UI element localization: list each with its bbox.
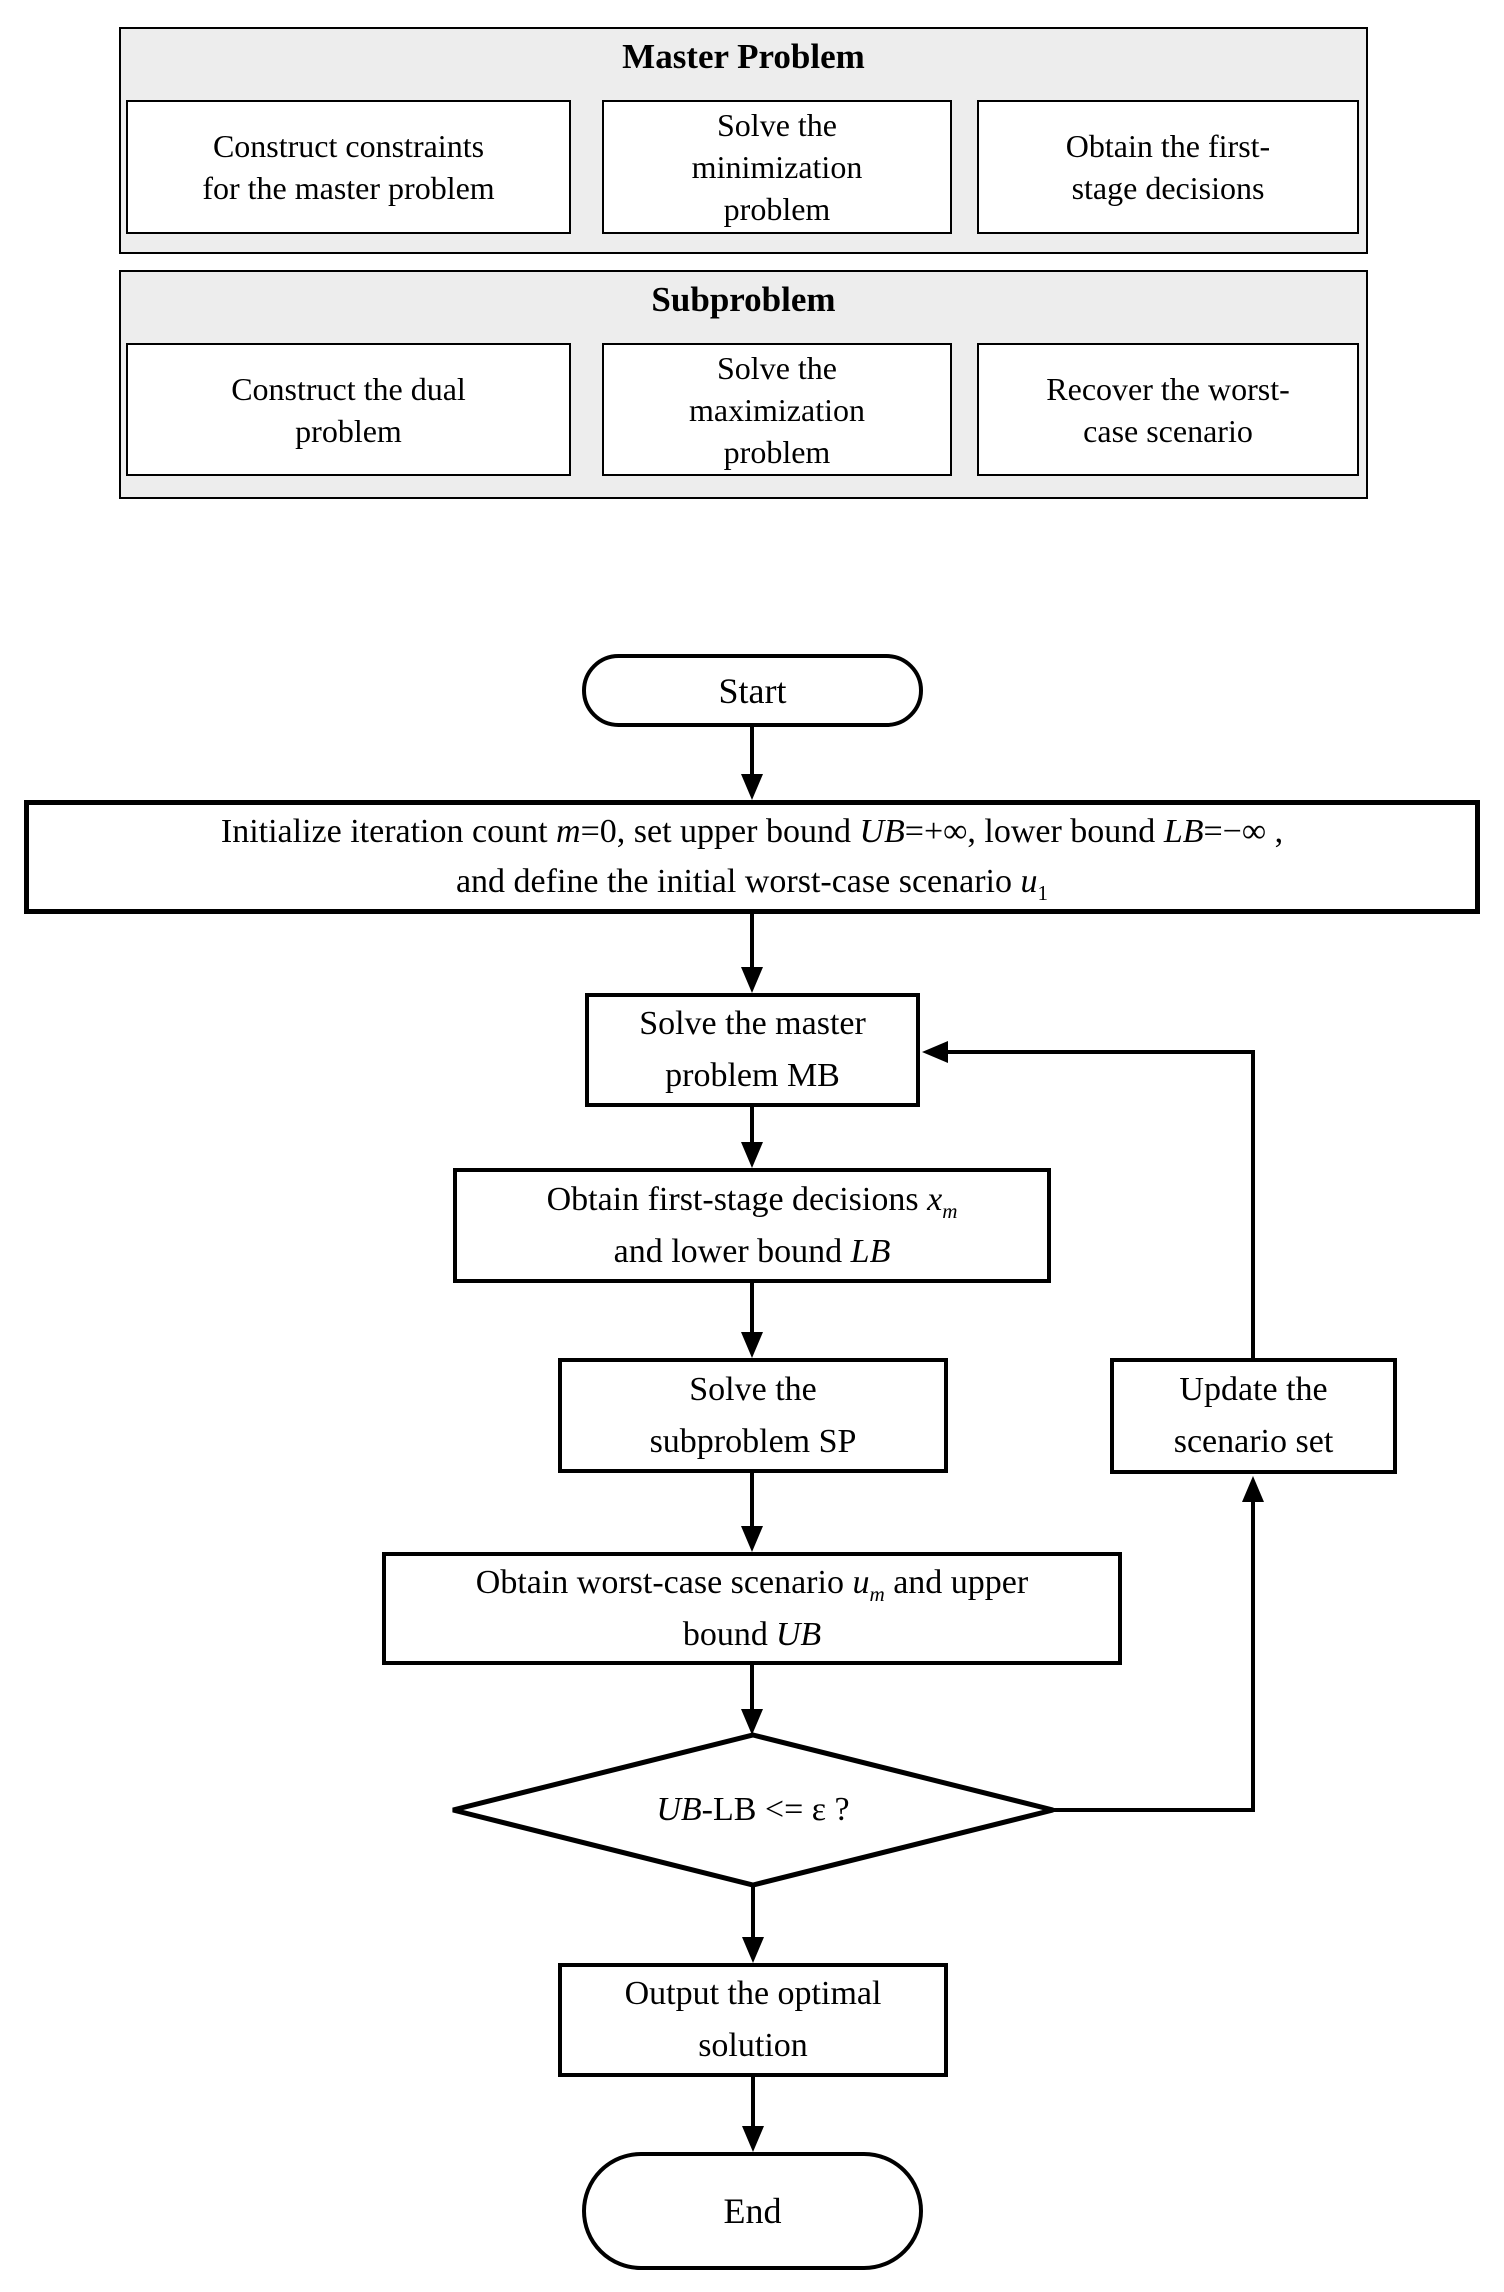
- step-line: solution: [698, 2027, 808, 2064]
- step-line: problem: [295, 412, 402, 449]
- step-line: Output the optimal: [624, 1975, 882, 2012]
- master-problem-title: Master Problem: [622, 37, 865, 76]
- arrowhead-up-icon: [1242, 1476, 1264, 1502]
- arrowhead-down-icon: [741, 774, 763, 800]
- loop-decision-to-update: [1053, 1502, 1255, 1812]
- step-line: Construct constraints: [212, 128, 485, 164]
- step-line: problem: [723, 191, 831, 227]
- step-line: maximization: [689, 391, 865, 428]
- solve-master-step: Solve the master problem MB: [585, 993, 920, 1107]
- step-line: Solve the master: [639, 1005, 866, 1042]
- step-line: Solve the: [717, 107, 837, 143]
- initialize-step: Initialize iteration count m=0, set uppe…: [24, 800, 1480, 914]
- step-line: problem: [723, 433, 831, 470]
- step-line: Update the: [1179, 1371, 1328, 1408]
- subproblem-step-solve-maximization: Solve the maximization problem: [602, 343, 952, 476]
- obtain-worstcase-step: Obtain worst-case scenario um and upper …: [382, 1552, 1122, 1665]
- step-line: minimization: [691, 149, 863, 185]
- step-line: for the master problem: [202, 170, 495, 206]
- subproblem-step-construct-dual: Construct the dual problem: [126, 343, 571, 476]
- step-line: subproblem SP: [649, 1422, 857, 1460]
- arrowhead-down-icon: [741, 967, 763, 993]
- end-terminal: End: [582, 2152, 923, 2270]
- step-line: Recover the worst-: [1046, 370, 1290, 407]
- arrowhead-down-icon: [741, 1332, 763, 1358]
- subproblem-step-recover-scenario: Recover the worst- case scenario: [977, 343, 1359, 476]
- step-line: case scenario: [1083, 412, 1253, 449]
- end-label: End: [723, 2191, 782, 2231]
- arrowhead-down-icon: [742, 2126, 764, 2152]
- step-line: scenario set: [1173, 1423, 1334, 1460]
- start-label: Start: [718, 670, 787, 711]
- obtain-decisions-step: Obtain first-stage decisions xm and lowe…: [453, 1168, 1051, 1283]
- arrowhead-down-icon: [741, 1142, 763, 1168]
- solve-subproblem-step: Solve the subproblem SP: [558, 1358, 948, 1473]
- step-line: Obtain worst-case scenario um and upper: [475, 1563, 1029, 1606]
- subproblem-panel: Subproblem Construct the dual problem So…: [119, 270, 1368, 499]
- step-line: Obtain the first-: [1065, 128, 1271, 164]
- step-line: Solve the: [689, 1370, 817, 1408]
- step-line: and lower bound LB: [613, 1232, 891, 1270]
- initialize-line-2: and define the initial worst-case scenar…: [455, 863, 1049, 905]
- update-scenario-step: Update the scenario set: [1110, 1358, 1397, 1474]
- master-step-solve-minimization: Solve the minimization problem: [602, 100, 952, 234]
- arrowhead-left-icon: [922, 1041, 948, 1063]
- step-line: Obtain first-stage decisions xm: [546, 1180, 958, 1223]
- output-solution-step: Output the optimal solution: [558, 1963, 948, 2077]
- arrowhead-down-icon: [742, 1937, 764, 1963]
- master-step-construct-constraints: Construct constraints for the master pro…: [126, 100, 571, 234]
- initialize-line-1: Initialize iteration count m=0, set uppe…: [220, 813, 1284, 850]
- loop-update-to-master: [948, 1050, 1255, 1358]
- convergence-decision-label: UB-LB <= ε ?: [656, 1791, 850, 1828]
- step-line: Construct the dual: [231, 370, 466, 407]
- master-problem-panel: Master Problem Construct constraints for…: [119, 27, 1368, 254]
- step-line: stage decisions: [1071, 170, 1265, 206]
- arrowhead-down-icon: [741, 1526, 763, 1552]
- subproblem-title: Subproblem: [651, 280, 836, 319]
- step-line: problem MB: [665, 1057, 840, 1094]
- master-step-obtain-decisions: Obtain the first- stage decisions: [977, 100, 1359, 234]
- arrowhead-down-icon: [741, 1709, 763, 1735]
- start-terminal: Start: [582, 654, 923, 727]
- step-line: Solve the: [717, 349, 837, 386]
